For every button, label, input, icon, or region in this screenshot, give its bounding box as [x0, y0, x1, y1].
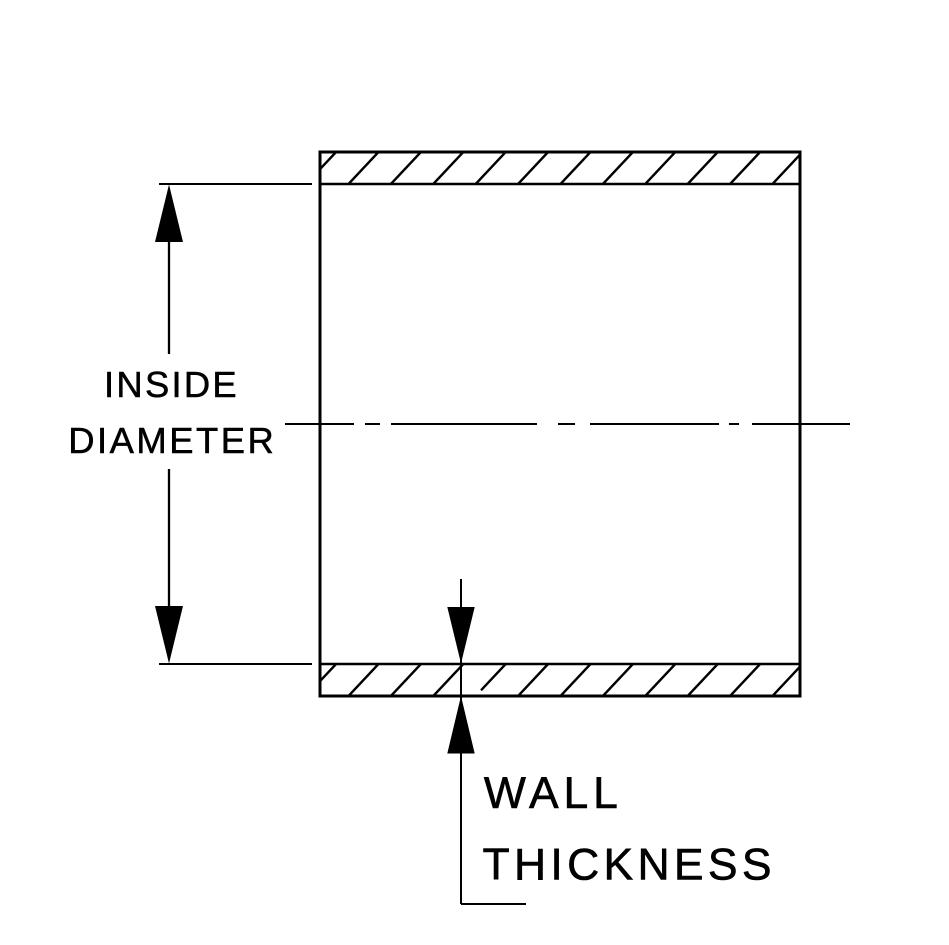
- svg-text:THICKNESS: THICKNESS: [483, 840, 776, 889]
- svg-text:INSIDE: INSIDE: [104, 364, 239, 405]
- svg-text:WALL: WALL: [484, 769, 623, 818]
- svg-text:DIAMETER: DIAMETER: [68, 420, 276, 461]
